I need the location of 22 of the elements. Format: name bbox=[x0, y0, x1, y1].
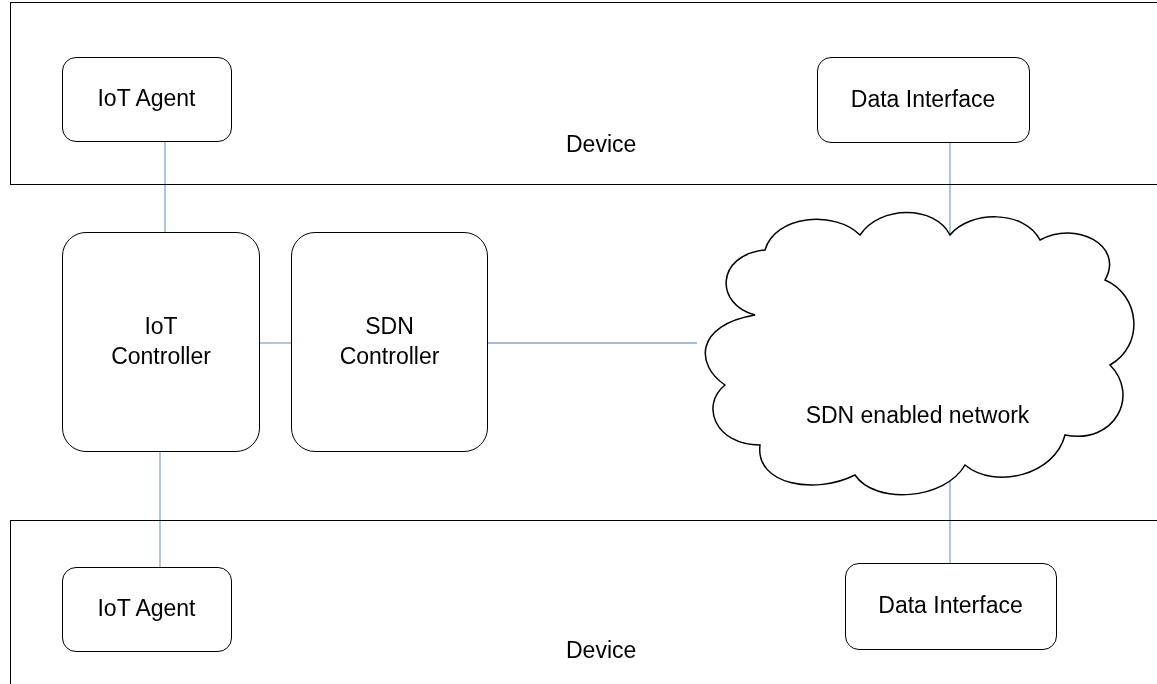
cloud-label: SDN enabled network bbox=[804, 402, 1031, 429]
cloud-shape bbox=[704, 211, 1135, 496]
device-band bbox=[10, 2, 1157, 185]
device-band bbox=[10, 520, 1157, 684]
box-label: Data Interface bbox=[878, 591, 1023, 621]
connector-line bbox=[159, 451, 161, 568]
box-label: SDN Controller bbox=[338, 312, 441, 371]
connector-line bbox=[164, 141, 166, 233]
band-label: Device bbox=[566, 131, 637, 158]
box-label: IoT Agent bbox=[97, 594, 196, 624]
rounded-box bbox=[816, 56, 1030, 143]
rounded-box bbox=[844, 562, 1057, 650]
rounded-box bbox=[61, 56, 232, 142]
band-label: Device bbox=[566, 637, 637, 664]
rounded-box bbox=[62, 232, 260, 452]
rounded-box bbox=[291, 232, 488, 452]
connector-line bbox=[487, 342, 698, 344]
box-label: IoT Agent bbox=[97, 84, 196, 114]
box-label: IoT Controller bbox=[110, 312, 212, 371]
connector-line bbox=[259, 342, 292, 344]
rounded-box bbox=[61, 566, 232, 652]
box-label: Data Interface bbox=[850, 84, 996, 114]
